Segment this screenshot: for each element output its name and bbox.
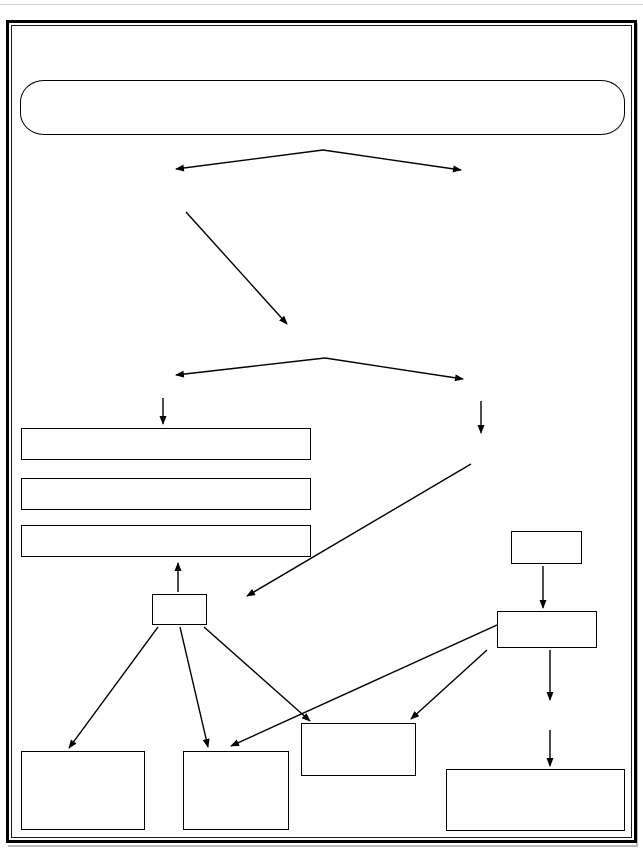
diagram-node-bottom-right: [446, 769, 625, 831]
diagram-node-bottom-mid-1: [183, 751, 289, 830]
scan-edge-top: [0, 4, 643, 5]
scan-shadow-right: [636, 23, 638, 847]
diagram-node-bar-1: [21, 428, 311, 460]
scan-shadow-bottom: [8, 845, 638, 847]
diagram-node-right-small: [511, 531, 582, 564]
diagram-node-bar-3: [21, 525, 311, 557]
diagram-node-bar-2: [21, 478, 311, 510]
diagram-node-bottom-left: [21, 751, 145, 830]
diagram-node-right-medium: [497, 611, 597, 648]
diagram-node-bottom-mid-2: [301, 723, 416, 776]
diagram-node-header: [20, 80, 625, 135]
diagram-node-hub: [152, 594, 207, 625]
